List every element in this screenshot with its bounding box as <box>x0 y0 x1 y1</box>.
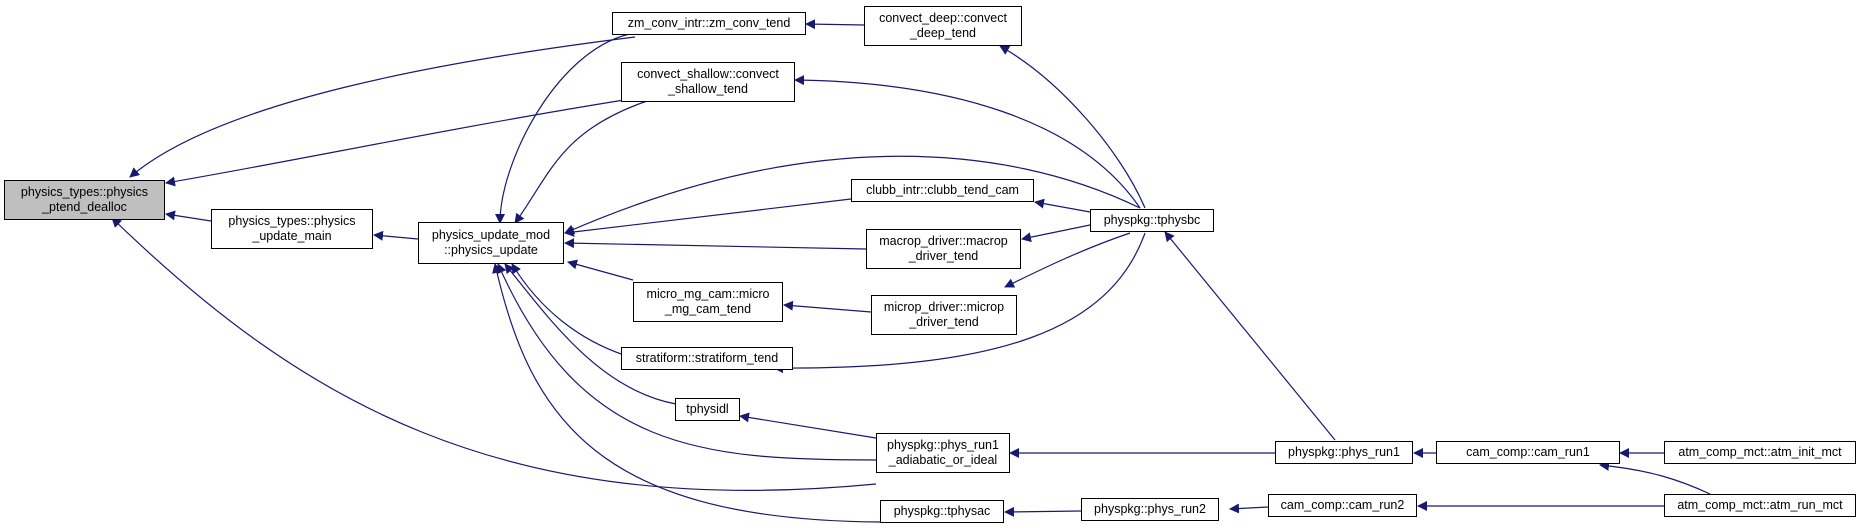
node-tphysbc[interactable]: physpkg::tphysbc <box>1090 209 1214 232</box>
node-convect-shallow-tend[interactable]: convect_shallow::convect _shallow_tend <box>621 62 795 102</box>
node-clubb-tend-cam[interactable]: clubb_intr::clubb_tend_cam <box>851 179 1034 202</box>
node-phys-run1-adiabatic-or-ideal[interactable]: physpkg::phys_run1 _adiabatic_or_ideal <box>876 433 1010 473</box>
edge-phys-run2-to-tphysac <box>1004 506 1082 517</box>
edge-tphysbc-to-convect-deep <box>999 45 1146 209</box>
edge-tphysbc-to-stratiform <box>773 232 1146 374</box>
edge-update-main-to-ptend-dealloc <box>165 210 212 222</box>
edge-phys-run1-adiabatic-to-physics-update <box>497 263 877 461</box>
node-tphysac[interactable]: physpkg::tphysac <box>880 500 1004 523</box>
node-cam-run2[interactable]: cam_comp::cam_run2 <box>1268 494 1417 517</box>
edge-tphysbc-to-microp <box>1004 232 1131 288</box>
node-atm-run-mct[interactable]: atm_comp_mct::atm_run_mct <box>1664 494 1856 517</box>
edge-zm-conv-to-physics-update <box>495 32 636 224</box>
node-cam-run1[interactable]: cam_comp::cam_run1 <box>1436 441 1620 464</box>
edge-tphysbc-to-convect-shallow <box>794 75 1141 209</box>
edge-phys-run1-to-tphysbc <box>1164 231 1336 441</box>
edge-cam-run2-to-phys-run2 <box>1229 503 1269 514</box>
node-microp-driver-tend[interactable]: microp_driver::microp _driver_tend <box>871 295 1017 335</box>
edge-micro-mg-to-physics-update <box>567 259 634 281</box>
edge-phys-run1-adiabatic-to-ptend-dealloc <box>111 217 877 491</box>
edge-phys-run1-adiabatic-to-tphysidl <box>739 412 877 439</box>
edge-macrop-to-physics-update <box>564 238 867 250</box>
node-phys-run2[interactable]: physpkg::phys_run2 <box>1081 498 1219 521</box>
node-stratiform-tend[interactable]: stratiform::stratiform_tend <box>621 347 793 370</box>
node-physics-update[interactable]: physics_update_mod ::physics_update <box>418 222 564 264</box>
edge-tphysac-to-physics-update <box>492 263 881 523</box>
node-zm-conv-tend[interactable]: zm_conv_intr::zm_conv_tend <box>612 12 806 35</box>
edge-stratiform-to-physics-update <box>511 263 625 356</box>
edge-atm-run-to-cam-run1 <box>1599 460 1711 495</box>
edge-zm-conv-to-ptend-dealloc <box>129 36 636 178</box>
edge-tphysbc-to-clubb <box>1034 198 1091 213</box>
node-phys-run1[interactable]: physpkg::phys_run1 <box>1275 441 1413 464</box>
edge-physics-update-to-update-main <box>373 230 419 241</box>
node-macrop-driver-tend[interactable]: macrop_driver::macrop _driver_tend <box>866 229 1021 269</box>
node-tphysidl[interactable]: tphysidl <box>675 398 740 421</box>
edge-tphysbc-to-physics-update <box>564 155 1141 234</box>
edge-clubb-to-physics-update <box>564 198 852 237</box>
node-convect-deep-tend[interactable]: convect_deep::convect _deep_tend <box>864 6 1022 46</box>
node-micro-mg-cam-tend[interactable]: micro_mg_cam::micro _mg_cam_tend <box>633 282 783 322</box>
node-physics-ptend-dealloc: physics_types::physics _ptend_dealloc <box>4 180 165 220</box>
edge-tphysbc-to-macrop <box>1021 224 1091 243</box>
edge-convect-deep-to-zm-conv <box>805 19 865 30</box>
node-atm-init-mct[interactable]: atm_comp_mct::atm_init_mct <box>1664 441 1856 464</box>
edge-convect-shallow-to-physics-update <box>514 99 651 224</box>
node-physics-update-main[interactable]: physics_types::physics _update_main <box>211 209 373 249</box>
edge-microp-to-micro-mg <box>783 300 872 313</box>
edge-convect-shallow-to-ptend-dealloc <box>165 99 625 187</box>
edge-tphysidl-to-physics-update <box>504 263 677 405</box>
